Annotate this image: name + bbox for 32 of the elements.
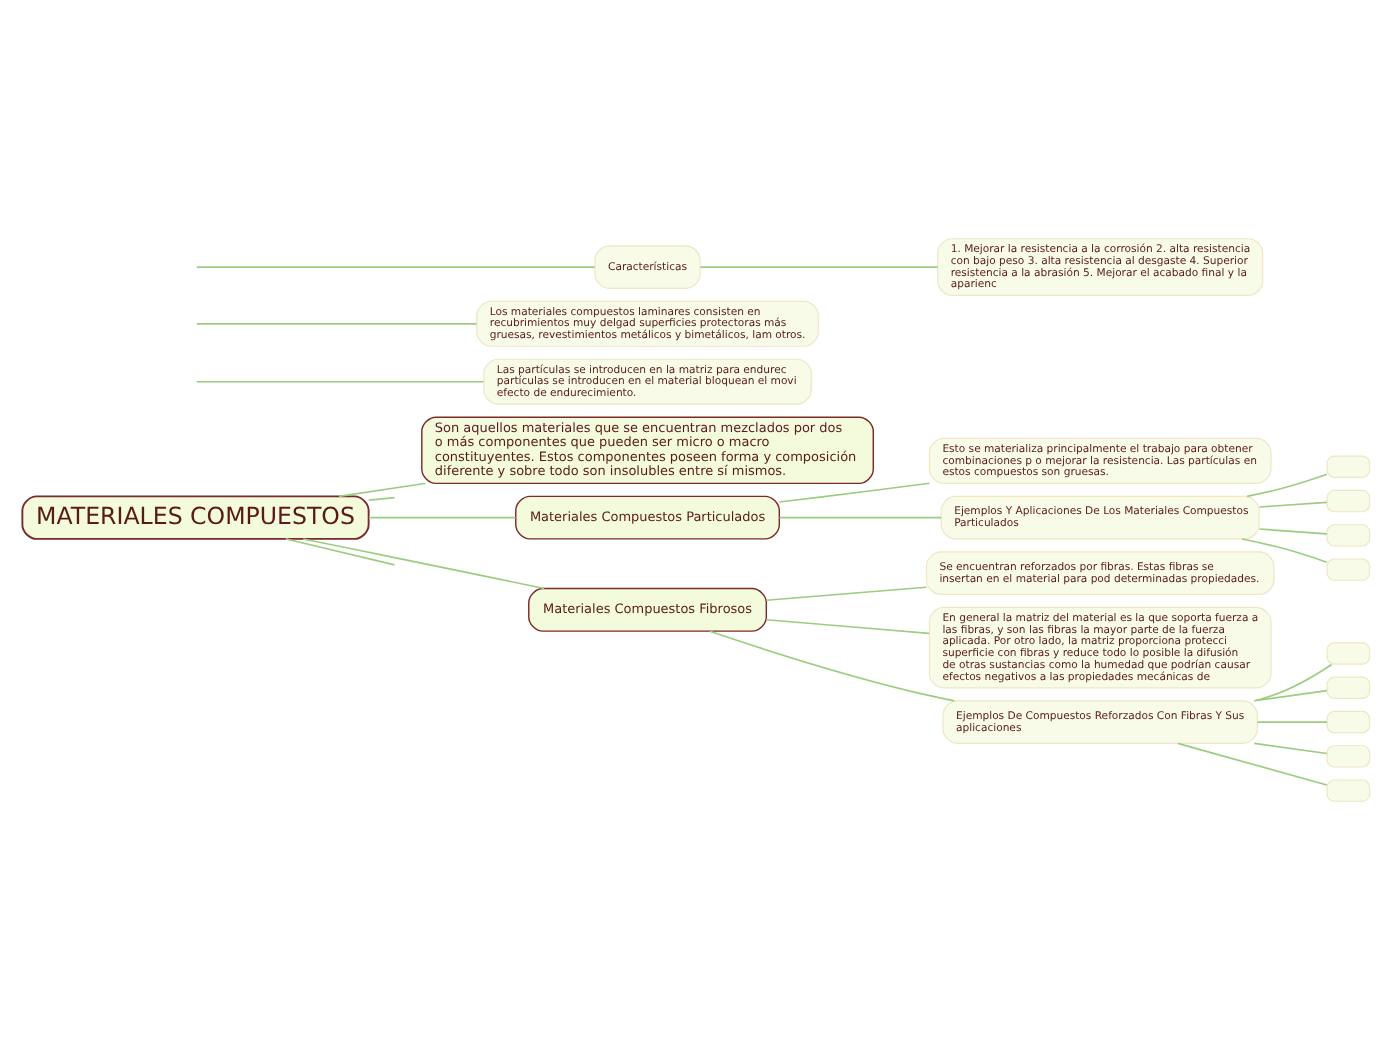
node-box (1326, 558, 1371, 581)
connector (368, 516, 517, 519)
connector (1246, 473, 1328, 498)
connector (1256, 721, 1328, 723)
connector (285, 538, 396, 566)
node-box (1326, 642, 1371, 665)
connector (765, 618, 930, 635)
node-box (1326, 676, 1371, 700)
connector (1241, 538, 1328, 563)
connector (1254, 663, 1333, 702)
connector (778, 516, 942, 519)
node-box: MATERIALES COMPUESTOS (21, 495, 370, 540)
connector (765, 586, 928, 602)
connector (699, 266, 939, 268)
connector (1253, 742, 1328, 755)
node-box (1326, 745, 1371, 768)
connector (1176, 742, 1328, 786)
connector (1258, 528, 1328, 535)
connector (778, 482, 931, 503)
node-box (1326, 779, 1371, 802)
connector (367, 496, 396, 501)
connector (302, 538, 546, 590)
connector (1253, 689, 1328, 702)
node-box (1326, 524, 1371, 547)
connector (195, 323, 478, 325)
node-box (1326, 489, 1371, 513)
connector (195, 266, 596, 268)
node-box (1326, 455, 1371, 479)
node-box (1326, 710, 1371, 734)
connector (195, 380, 485, 383)
connector (1258, 501, 1328, 508)
connector (338, 482, 427, 498)
